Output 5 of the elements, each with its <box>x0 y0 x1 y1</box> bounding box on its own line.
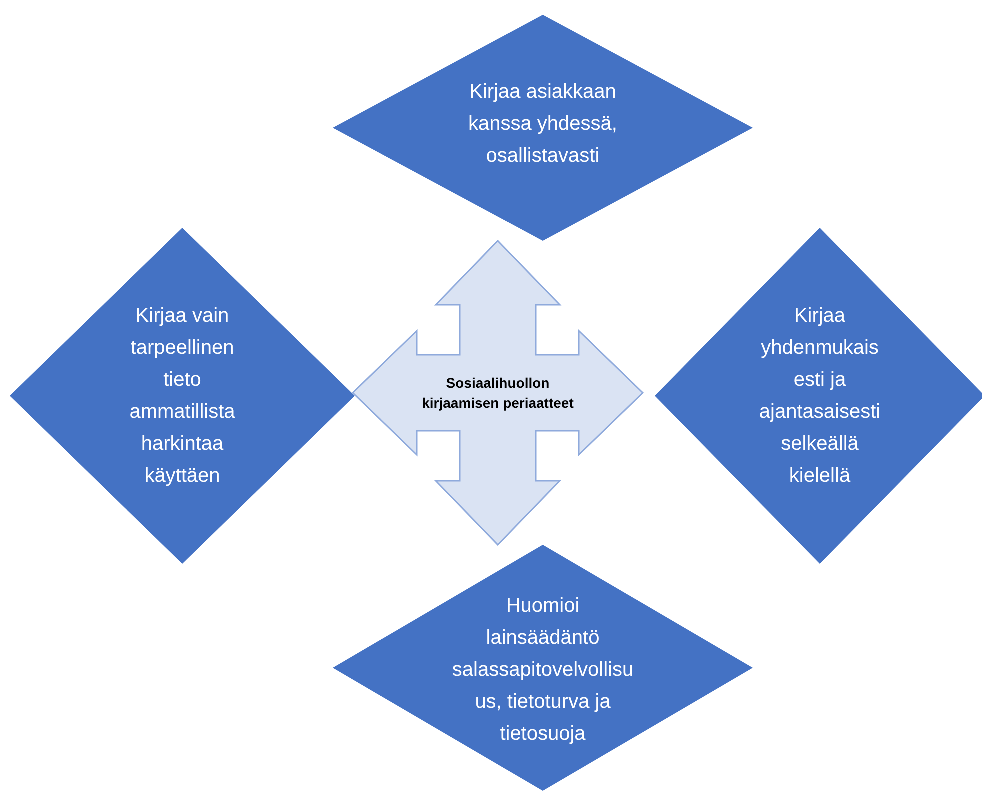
principle-text: Kirjaa vain tarpeellinen tieto ammatillista harkintaa käyttäen <box>128 304 236 489</box>
center-label: Sosiaalihuollon kirjaamisen periaatteet <box>421 374 575 413</box>
principle-text: Kirjaa yhdenmukaisesti ja ajantasaisesti selkeällä kielellä <box>758 304 882 489</box>
principle-text: Kirjaa asiakkaan kanssa yhdessä, osallistavasti <box>468 80 618 169</box>
principle-text: Huomioi lainsäädäntö salassapitovelvollisuus, tietoturva ja tietosuoja <box>451 594 635 747</box>
